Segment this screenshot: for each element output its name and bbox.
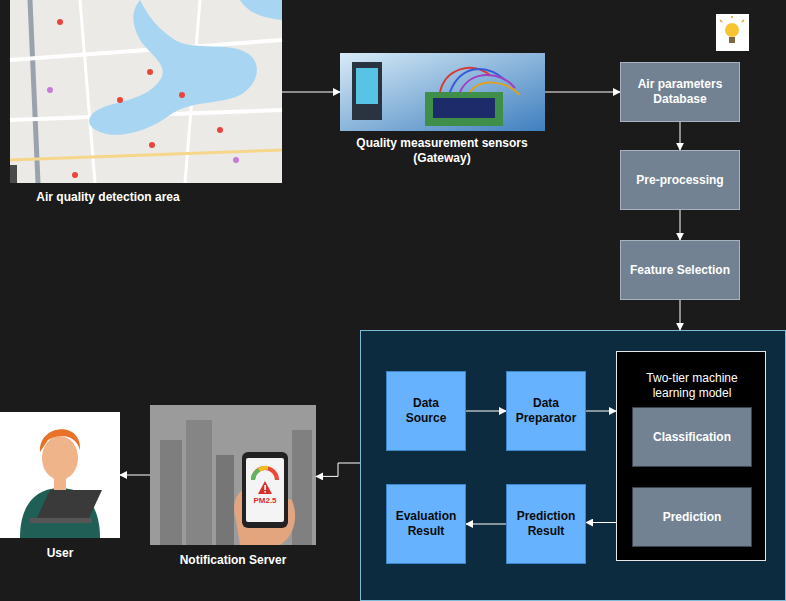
flow-arrow: [466, 411, 506, 412]
process-box: Prediction: [632, 487, 752, 547]
sensor-photo: [340, 53, 545, 131]
process-box: Air parameters Database: [620, 62, 740, 122]
flow-arrow: [545, 92, 620, 93]
node-label: Prediction Result: [513, 509, 579, 539]
node-caption: Air quality detection area: [0, 190, 228, 205]
lightbulb-icon-part: [725, 23, 739, 37]
flow-arrow: [680, 210, 681, 240]
sensor-photo-part: [450, 69, 505, 92]
notification-illustration-part: [150, 405, 316, 545]
flow-arrow: [586, 411, 616, 412]
flow-arrow: [120, 475, 150, 476]
node-label: Data Source: [393, 396, 459, 426]
map-illustration-part: [10, 0, 282, 183]
node-label: Air parameters Database: [627, 77, 733, 107]
map-illustration-part: [10, 150, 282, 160]
sensor-photo-part: [340, 53, 545, 131]
screen-label: PM2.5: [246, 496, 284, 506]
flow-arrow: [680, 300, 681, 330]
map-illustration-part: [117, 97, 123, 103]
map-illustration-part: [217, 127, 223, 133]
map-illustration-part: [30, 0, 38, 183]
node-caption: Notification Server: [133, 553, 333, 568]
map-node: Air quality detection area: [10, 0, 282, 183]
node-label: Evaluation Result: [393, 509, 459, 539]
flow-arrow: [586, 522, 616, 523]
notification-illustration-part: [258, 481, 272, 494]
node-caption: User: [10, 546, 110, 561]
map-illustration-part: [179, 92, 185, 98]
node-label: Classification: [653, 430, 731, 445]
map-illustration-part: [240, 0, 282, 20]
lightbulb-icon-part: [720, 16, 744, 22]
user-illustration-part: [36, 490, 102, 520]
map-illustration-part: [47, 87, 53, 93]
node-label: Data Preparator: [513, 396, 579, 426]
node-label: Feature Selection: [630, 263, 730, 278]
sensor-photo-part: [425, 92, 503, 126]
notification-illustration-part: [259, 468, 268, 470]
process-box: Pre-processing: [620, 150, 740, 210]
sensor-photo-part: [433, 98, 495, 118]
map-illustration-part: [72, 172, 78, 178]
process-box: Classification: [632, 407, 752, 467]
user-illustration-part: [30, 518, 92, 523]
lightbulb-icon-part: [716, 14, 749, 51]
process-box: Data Preparator: [506, 371, 586, 451]
map-illustration-part: [147, 69, 153, 75]
model-panel: Data Source Data Preparator Two-tier machi…: [360, 330, 786, 601]
notification-illustration-part: [186, 420, 212, 545]
flow-arrow: [466, 524, 506, 525]
user-illustration: [0, 412, 120, 538]
process-box: Feature Selection: [620, 240, 740, 300]
group-title: Two-tier machine learning model: [632, 371, 752, 401]
map-illustration-part: [233, 157, 239, 163]
process-box: Prediction Result: [506, 484, 586, 564]
notification-illustration-part: [246, 458, 284, 522]
user-illustration-part: [42, 436, 78, 480]
notification-illustration-part: [253, 470, 259, 480]
notification-illustration-part: [242, 452, 288, 528]
notification-illustration: [150, 405, 316, 545]
node-label: Prediction: [663, 510, 722, 525]
notification-illustration-part: [216, 455, 234, 545]
sensor-photo-part: [440, 68, 490, 92]
map-illustration-part: [57, 19, 63, 25]
sensor-photo-part: [352, 62, 382, 120]
sensor-photo-part: [356, 68, 378, 104]
sensor-node: Quality measurement sensors (Gateway): [340, 53, 545, 131]
map-illustration-part: [10, 165, 17, 183]
map-illustration-part: [149, 142, 155, 148]
node-caption: Quality measurement sensors (Gateway): [342, 136, 542, 166]
map-illustration: [10, 0, 282, 183]
sensor-photo-part: [470, 83, 520, 95]
user-illustration-part: [0, 412, 120, 538]
node-label: Pre-processing: [636, 173, 723, 188]
flow-arrow: [282, 92, 340, 93]
flow-arrow: [316, 463, 360, 476]
process-box: Data Source: [386, 371, 466, 451]
panel-fill: [360, 330, 786, 601]
flow-arrow: [680, 122, 681, 150]
notification-illustration-part: [292, 430, 312, 545]
user-illustration-part: [40, 429, 80, 452]
map-illustration-part: [89, 0, 257, 135]
process-box: Evaluation Result: [386, 484, 466, 564]
user-node: User: [0, 412, 120, 538]
notification-illustration-part: [253, 468, 277, 480]
notification-illustration-part: [264, 485, 266, 490]
model-group: Two-tier machine learning modelClassific…: [616, 351, 766, 561]
lightbulb-icon: [716, 14, 749, 51]
server-node: Notification Server: [150, 405, 316, 545]
notification-illustration-part: [264, 491, 266, 493]
notification-illustration-part: [160, 440, 182, 545]
lightbulb-icon-part: [729, 37, 735, 43]
